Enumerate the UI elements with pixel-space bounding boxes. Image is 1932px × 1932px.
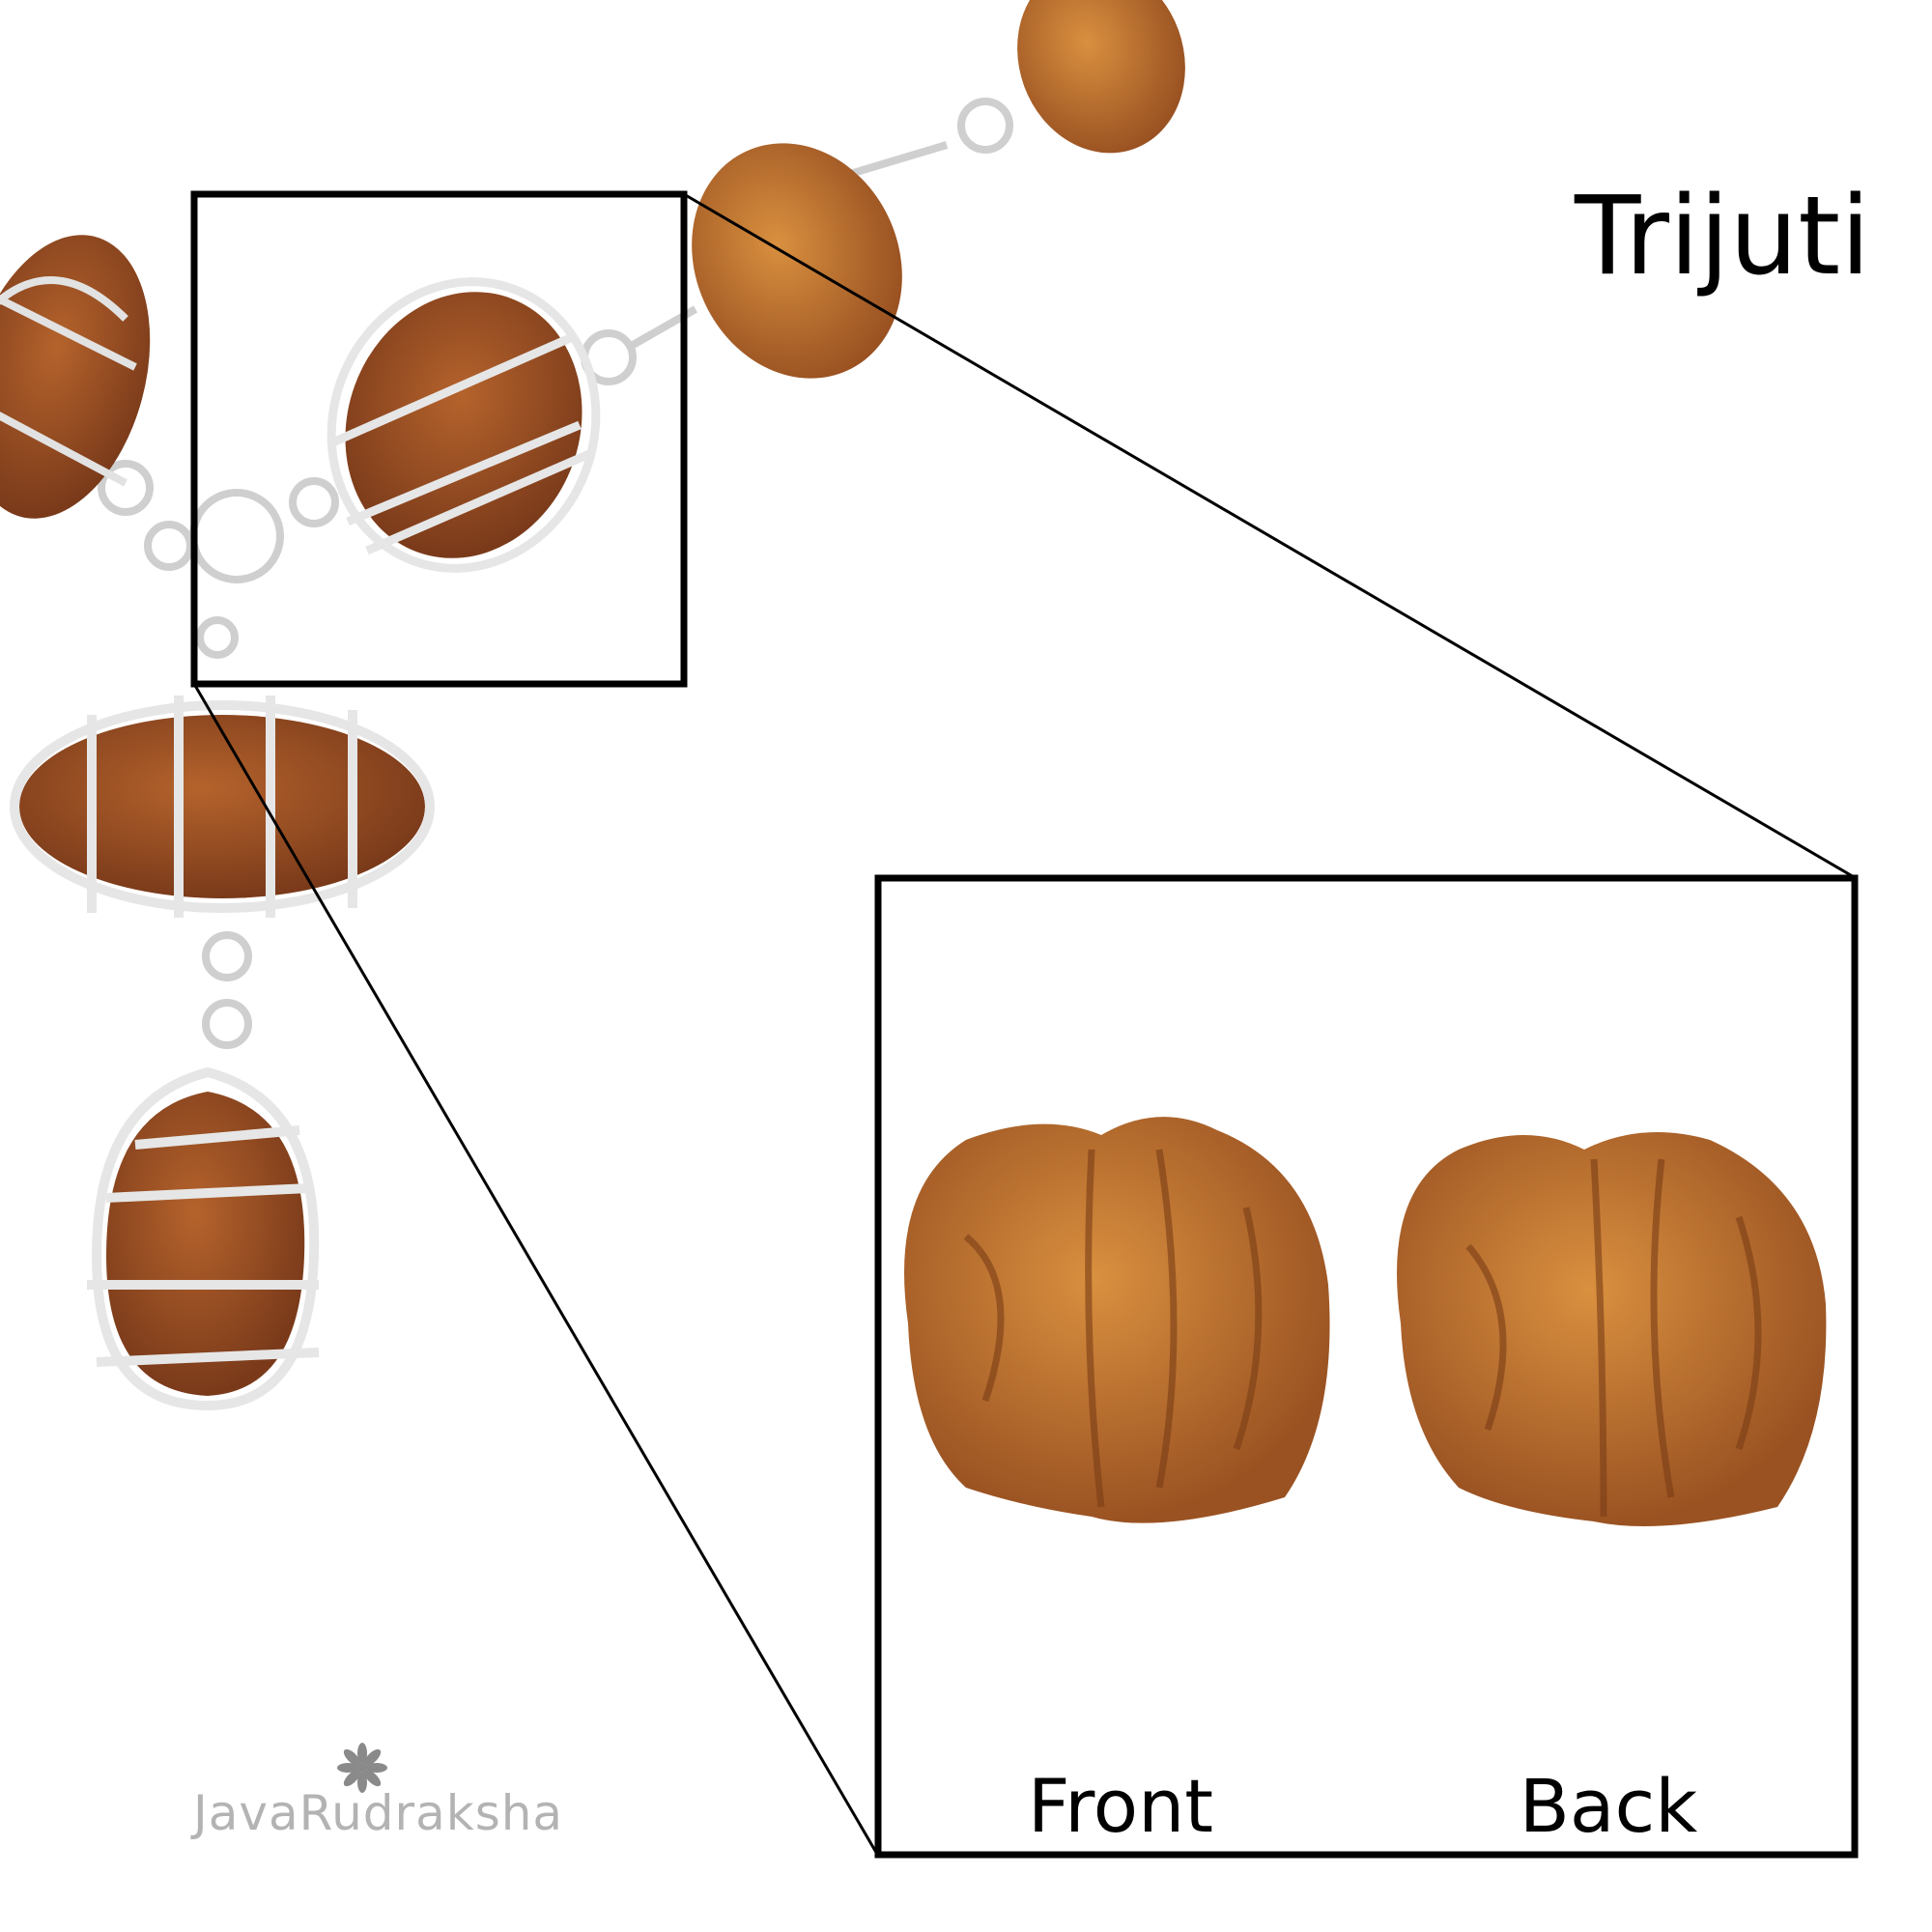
- bead-front: [904, 1117, 1330, 1523]
- brand-watermark: JavaRudraksha: [193, 1785, 564, 1841]
- bead-pendant: [87, 1066, 320, 1411]
- back-label: Back: [1519, 1763, 1698, 1849]
- bead-center-oval: [10, 696, 435, 918]
- bead-left-top: [0, 235, 151, 519]
- front-label: Front: [1027, 1763, 1214, 1849]
- brand-logo-icon: [337, 1743, 387, 1793]
- bead-in-zoom: [327, 277, 601, 573]
- product-title: Trijuti: [1575, 174, 1871, 299]
- bead-top-right: [1017, 0, 1185, 154]
- bead-back: [1397, 1132, 1827, 1526]
